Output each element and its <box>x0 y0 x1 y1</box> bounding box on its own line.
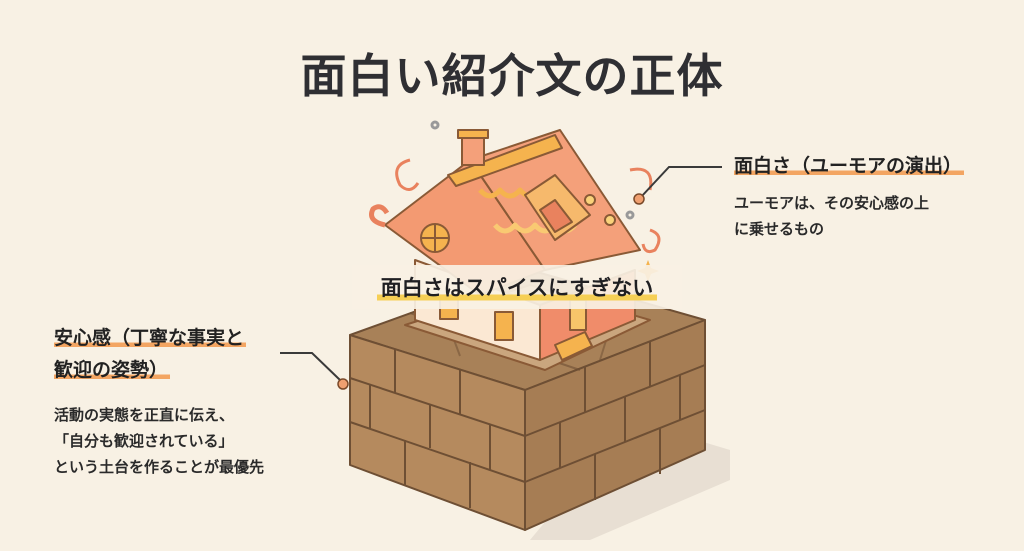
callout-humor-heading: 面白さ（ユーモアの演出） <box>734 150 1004 182</box>
callout-trust-body-line: という土台を作ることが最優先 <box>54 458 265 476</box>
callout-trust-heading-line: 安心感（丁寧な事実と <box>54 327 247 349</box>
callout-humor: 面白さ（ユーモアの演出） ユーモアは、その安心感の上 に乗せるもの <box>734 150 1004 242</box>
callout-trust-body-line: 活動の実態を正直に伝え、 <box>54 406 235 424</box>
callout-trust-heading-line: 歓迎の姿勢） <box>54 359 171 381</box>
center-caption-banner: 面白さはスパイスにすぎない <box>352 265 682 309</box>
callout-trust-body: 活動の実態を正直に伝え、 「自分も歓迎されている」 という土台を作ることが最優先 <box>54 402 314 480</box>
callout-trust-body-line: 「自分も歓迎されている」 <box>54 432 234 450</box>
callout-trust-heading: 安心感（丁寧な事実と 歓迎の姿勢） <box>54 322 314 386</box>
house-on-foundation-illustration <box>330 120 730 540</box>
callout-humor-body-line: に乗せるもの <box>734 220 825 238</box>
callout-humor-body: ユーモアは、その安心感の上 に乗せるもの <box>734 190 1004 242</box>
page-title: 面白い紹介文の正体 <box>300 49 724 103</box>
callout-trust: 安心感（丁寧な事実と 歓迎の姿勢） 活動の実態を正直に伝え、 「自分も歓迎されて… <box>54 322 314 480</box>
center-caption: 面白さはスパイスにすぎない <box>376 271 658 303</box>
callout-humor-heading-text: 面白さ（ユーモアの演出） <box>734 155 965 177</box>
callout-humor-body-line: ユーモアは、その安心感の上 <box>734 194 930 212</box>
